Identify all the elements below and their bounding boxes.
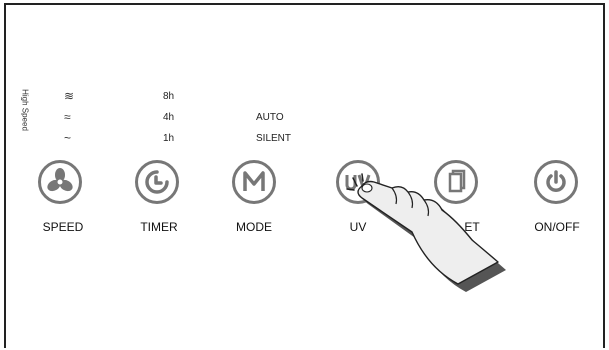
mode-button-label: MODE — [236, 220, 272, 234]
timer-button-label: TIMER — [140, 220, 178, 234]
filter-reset-button-label: ET — [464, 220, 480, 234]
filter-icon — [448, 169, 466, 193]
m-letter-icon — [243, 171, 265, 191]
mode-button[interactable] — [232, 160, 276, 204]
speed-level-low-icon: ~ — [64, 131, 72, 145]
speed-button-label: SPEED — [42, 220, 84, 234]
speed-level-medium-icon: ≈ — [64, 110, 71, 124]
clock-icon — [145, 170, 169, 194]
uv-button-label: UV — [349, 220, 367, 234]
timer-level-1h: 1h — [163, 133, 175, 144]
timer-level-4h: 4h — [163, 112, 175, 123]
speed-panel-title: High Speed — [20, 89, 30, 131]
speed-level-high-icon: ≋ — [64, 89, 75, 103]
filter-reset-button[interactable] — [434, 160, 478, 204]
control-panel-frame — [4, 3, 605, 348]
power-icon — [546, 170, 566, 192]
fan-icon — [47, 168, 73, 192]
timer-button[interactable] — [135, 160, 179, 204]
speed-button[interactable] — [38, 160, 82, 204]
power-button-label: ON/OFF — [534, 220, 580, 234]
uv-button[interactable] — [336, 160, 380, 204]
mode-level-silent: SILENT — [256, 133, 292, 144]
power-button[interactable] — [534, 160, 578, 204]
timer-level-8h: 8h — [163, 91, 175, 102]
mode-level-auto: AUTO — [256, 112, 284, 123]
pointing-hand-icon — [346, 173, 506, 292]
